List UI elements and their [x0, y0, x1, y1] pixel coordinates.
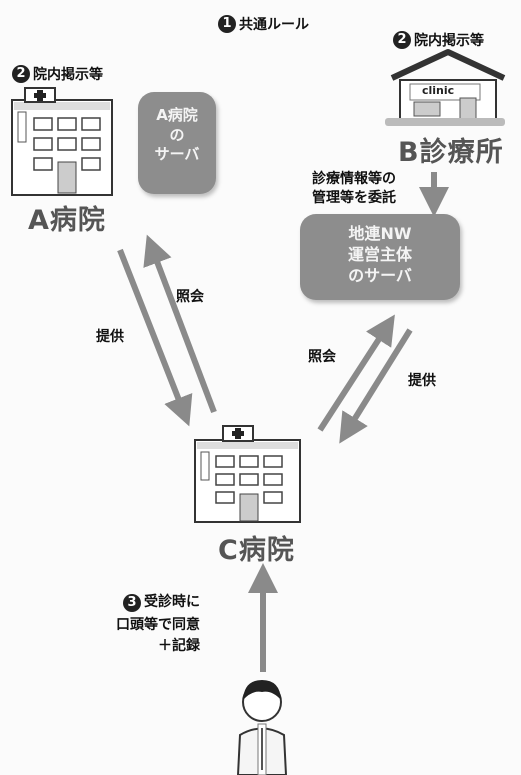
- flow-label-b-query: 照会: [308, 349, 336, 365]
- arrow-a-query: [143, 234, 217, 414]
- consent-line: 口頭等で同意: [116, 616, 200, 633]
- step-number-badge: 1: [218, 15, 236, 33]
- arrow-a-provide: [117, 248, 193, 427]
- flow-label-b-provide: 提供: [408, 373, 436, 389]
- hospital-c-building-icon: [194, 425, 301, 523]
- hospital-a-notice-text: 院内掲示等: [33, 67, 103, 83]
- server-line: サーバ: [154, 145, 200, 163]
- clinic-b-name: B診療所: [398, 137, 504, 168]
- server-line: A病院: [156, 106, 198, 124]
- delegate-line: 管理等を委託: [312, 189, 396, 206]
- hospital-c-name: C病院: [218, 535, 295, 566]
- step-number-badge: 2: [12, 65, 30, 83]
- hospital-a-name: A病院: [28, 205, 106, 236]
- delegate-note: 診療情報等の 管理等を委託: [312, 170, 396, 208]
- common-rule-text: 共通ルール: [239, 17, 309, 33]
- clinic-sign: clinic: [422, 84, 455, 97]
- delegate-line: 診療情報等の: [312, 171, 396, 187]
- consent-line: ＋記録: [158, 638, 200, 655]
- server-line: のサーバ: [348, 265, 412, 285]
- step-number-badge: 2: [393, 31, 411, 49]
- arrow-b-provide: [339, 328, 413, 444]
- regional-network-server: 地連NW 運営主体 のサーバ: [300, 214, 460, 300]
- patient-icon: [236, 680, 288, 775]
- hospital-a-building-icon: [11, 87, 113, 196]
- hospital-a-server: A病院 の サーバ: [138, 92, 216, 194]
- server-line: 地連NW: [348, 224, 412, 243]
- clinic-b-building-icon: [385, 49, 506, 126]
- step-number-badge: 3: [123, 593, 141, 612]
- flow-label-a-provide: 提供: [96, 329, 124, 345]
- server-line: の: [169, 125, 185, 144]
- clinic-b-notice-text: 院内掲示等: [414, 33, 484, 49]
- consent-line: 受診時に: [144, 594, 200, 610]
- server-line: 運営主体: [347, 244, 412, 264]
- flow-label-a-query: 照会: [176, 289, 204, 305]
- arrow-b-query: [317, 314, 395, 432]
